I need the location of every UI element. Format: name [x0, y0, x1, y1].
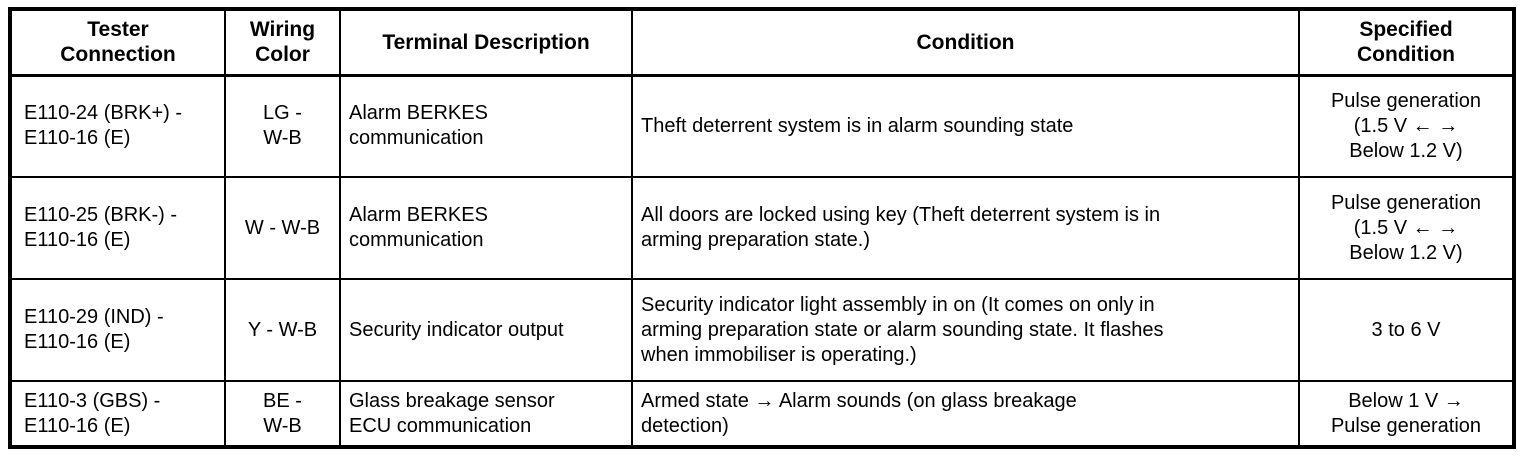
- cell-wiring-color: BE - W-B: [224, 380, 341, 448]
- cell-tester-connection: E110-3 (GBS) - E110-16 (E): [9, 380, 226, 448]
- column-header-terminal-description: Terminal Description: [339, 8, 633, 77]
- table-row: E110-29 (IND) - E110-16 (E) Y - W-B Secu…: [9, 278, 1515, 382]
- terminal-condition-table: Tester Connection Wiring Color Terminal …: [8, 7, 1516, 449]
- column-header-condition: Condition: [631, 8, 1300, 77]
- table-row: E110-3 (GBS) - E110-16 (E) BE - W-B Glas…: [9, 380, 1515, 448]
- cell-terminal-description: Security indicator output: [339, 278, 633, 382]
- cell-specified-condition: Pulse generation (1.5 V ← → Below 1.2 V): [1298, 74, 1515, 178]
- table-row: E110-24 (BRK+) - E110-16 (E) LG - W-B Al…: [9, 74, 1515, 178]
- cell-wiring-color: LG - W-B: [224, 74, 341, 178]
- cell-tester-connection: E110-25 (BRK-) - E110-16 (E): [9, 176, 226, 280]
- column-header-wiring-color: Wiring Color: [224, 8, 341, 77]
- cell-specified-condition: 3 to 6 V: [1298, 278, 1515, 382]
- cell-specified-condition: Below 1 V → Pulse generation: [1298, 380, 1515, 448]
- cell-condition: Armed state → Alarm sounds (on glass bre…: [631, 380, 1300, 448]
- cell-tester-connection: E110-29 (IND) - E110-16 (E): [9, 278, 226, 382]
- table-row: E110-25 (BRK-) - E110-16 (E) W - W-B Ala…: [9, 176, 1515, 280]
- cell-tester-connection: E110-24 (BRK+) - E110-16 (E): [9, 74, 226, 178]
- header-row: Tester Connection Wiring Color Terminal …: [9, 8, 1515, 77]
- column-header-specified-condition: Specified Condition: [1298, 8, 1515, 77]
- cell-terminal-description: Alarm BERKES communication: [339, 176, 633, 280]
- column-header-tester-connection: Tester Connection: [9, 8, 226, 77]
- cell-wiring-color: W - W-B: [224, 176, 341, 280]
- cell-condition: Security indicator light assembly in on …: [631, 278, 1300, 382]
- cell-terminal-description: Glass breakage sensor ECU communication: [339, 380, 633, 448]
- cell-condition: Theft deterrent system is in alarm sound…: [631, 74, 1300, 178]
- cell-condition: All doors are locked using key (Theft de…: [631, 176, 1300, 280]
- cell-specified-condition: Pulse generation (1.5 V ← → Below 1.2 V): [1298, 176, 1515, 280]
- cell-wiring-color: Y - W-B: [224, 278, 341, 382]
- cell-terminal-description: Alarm BERKES communication: [339, 74, 633, 178]
